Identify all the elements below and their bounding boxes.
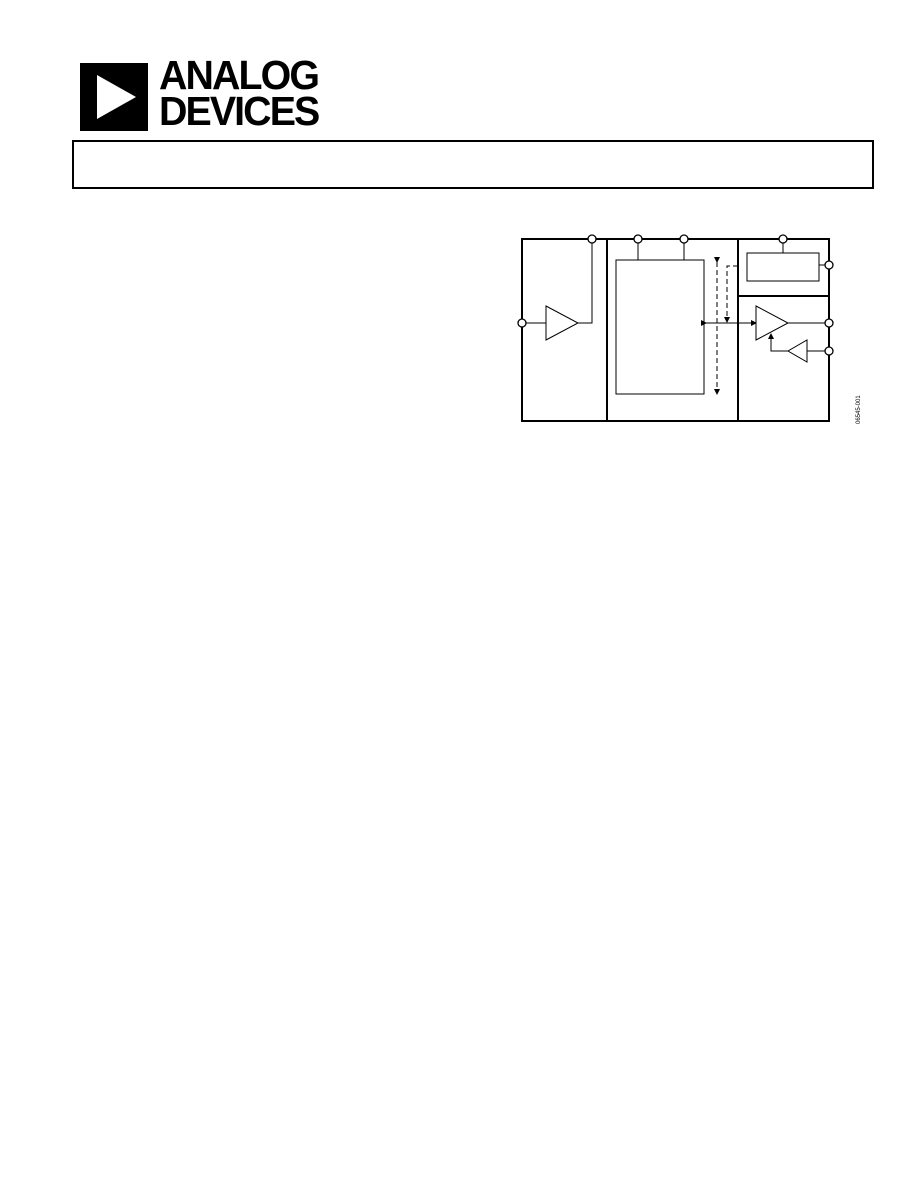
reference-block <box>746 252 820 282</box>
logo-line-analog: ANALOG <box>159 52 320 98</box>
reference-top-pin <box>778 234 788 244</box>
input-pin <box>517 318 527 328</box>
bus-dashed-branch <box>724 265 738 323</box>
functional-block-diagram: 06545-001 <box>517 234 862 424</box>
buffer-output-pin <box>587 234 597 244</box>
logo-line-devices: DEVICES <box>159 88 320 134</box>
diagram-outer-frame <box>521 238 830 422</box>
output-amp <box>755 305 790 341</box>
core-pin-a <box>633 234 643 244</box>
core-block <box>615 259 705 395</box>
logo-triangle-icon <box>80 63 148 131</box>
reference-output-pin <box>824 260 834 270</box>
logo-wordmark: ANALOG DEVICES <box>159 52 325 134</box>
analog-devices-logo: ANALOG DEVICES <box>80 55 325 132</box>
feedback-pin <box>824 346 834 356</box>
buffer-output-wire <box>578 243 593 324</box>
core-pin-b <box>679 234 689 244</box>
title-box <box>72 140 874 189</box>
input-buffer-amp <box>545 305 580 341</box>
output-pin <box>824 318 834 328</box>
figure-id-label: 06545-001 <box>856 395 862 424</box>
feedback-return-wire <box>768 333 788 352</box>
feedback-buffer-amp <box>787 339 808 363</box>
